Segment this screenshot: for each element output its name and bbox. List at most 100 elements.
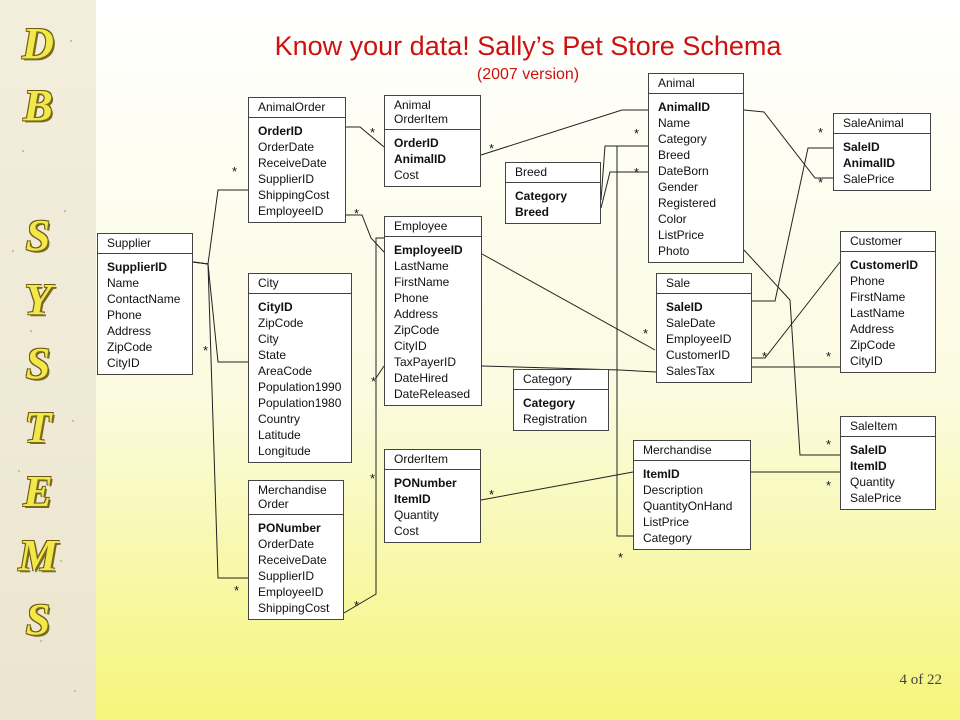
- field: CityID: [394, 339, 427, 353]
- field: ListPrice: [643, 515, 690, 529]
- table-header: Animal: [649, 74, 743, 94]
- multiplicity-marker: *: [634, 165, 640, 180]
- key-field: OrderID: [258, 124, 303, 138]
- field: EmployeeID: [258, 204, 324, 218]
- key-field: SupplierID: [107, 260, 168, 274]
- field: Country: [258, 412, 301, 426]
- key-field: SaleID: [843, 140, 880, 154]
- relationship-line: [481, 365, 657, 373]
- field: Name: [107, 276, 140, 290]
- field: Photo: [658, 244, 690, 258]
- field: Quantity: [850, 475, 895, 489]
- key-field: Category: [523, 396, 576, 410]
- field: ContactName: [107, 292, 181, 306]
- field: SalePrice: [843, 172, 895, 186]
- field: Gender: [658, 180, 699, 194]
- multiplicity-marker: *: [826, 478, 832, 493]
- multiplicity-marker: *: [370, 471, 376, 486]
- field: SupplierID: [258, 172, 315, 186]
- multiplicity-marker: *: [762, 349, 768, 364]
- field: CityID: [107, 356, 140, 370]
- field: Name: [658, 116, 691, 130]
- table-header: Supplier: [98, 234, 192, 254]
- field: ZipCode: [850, 338, 896, 352]
- slide-title: Know your data! Sally’s Pet Store Schema: [274, 31, 782, 61]
- field: Breed: [658, 148, 691, 162]
- field: DateHired: [394, 371, 449, 385]
- multiplicity-marker: *: [618, 550, 624, 565]
- field: Population1990: [258, 380, 342, 394]
- field: DateReleased: [394, 387, 471, 401]
- multiplicity-marker: *: [370, 125, 376, 140]
- relationship-line: [752, 261, 841, 359]
- multiplicity-marker: *: [818, 175, 824, 190]
- relationship-line: [600, 171, 648, 209]
- relationship-line: [480, 109, 648, 156]
- relationship-line: [480, 471, 634, 501]
- field: OrderDate: [258, 537, 315, 551]
- field: Description: [643, 483, 704, 497]
- field: EmployeeID: [666, 332, 732, 346]
- field: City: [258, 332, 279, 346]
- field: Category: [658, 132, 707, 146]
- multiplicity-marker: *: [826, 437, 832, 452]
- key-field: CustomerID: [850, 258, 919, 272]
- field: ZipCode: [258, 316, 304, 330]
- multiplicity-marker: *: [634, 126, 640, 141]
- field: Population1980: [258, 396, 342, 410]
- logo-letter: S: [25, 339, 51, 388]
- multiplicity-marker: *: [489, 141, 495, 156]
- field: LastName: [850, 306, 905, 320]
- table-header: AnimalOrder: [249, 98, 345, 118]
- field: ListPrice: [658, 228, 705, 242]
- table-header: OrderItem: [385, 450, 480, 470]
- relationship-line: [752, 147, 833, 302]
- sidebar-band: [0, 0, 96, 720]
- key-field: AnimalID: [843, 156, 896, 170]
- slide-background: [96, 0, 960, 720]
- logo-letter: E: [23, 467, 53, 516]
- field: Phone: [107, 308, 142, 322]
- relationship-line: [743, 249, 840, 456]
- logo-letter: S: [25, 211, 51, 260]
- relationship-line: [743, 109, 833, 179]
- table-header: Merchandise: [634, 441, 750, 461]
- field: Category: [643, 531, 692, 545]
- relationship-line: [192, 261, 248, 579]
- logo-letter: T: [24, 403, 52, 452]
- key-field: EmployeeID: [394, 243, 463, 257]
- field: SupplierID: [258, 569, 315, 583]
- logo-letter: D: [22, 19, 54, 68]
- key-field: OrderID: [394, 136, 439, 150]
- key-field: Breed: [515, 205, 550, 219]
- key-field: ItemID: [643, 467, 680, 481]
- key-field: SaleID: [666, 300, 703, 314]
- table-header: SaleAnimal: [834, 114, 930, 134]
- field: AreaCode: [258, 364, 313, 378]
- key-field: AnimalID: [658, 100, 711, 114]
- field: Phone: [394, 291, 429, 305]
- field: ShippingCost: [258, 188, 330, 202]
- field: SalesTax: [666, 364, 715, 378]
- field: Address: [107, 324, 152, 338]
- key-field: SaleID: [850, 443, 887, 457]
- table-header: Employee: [385, 217, 481, 237]
